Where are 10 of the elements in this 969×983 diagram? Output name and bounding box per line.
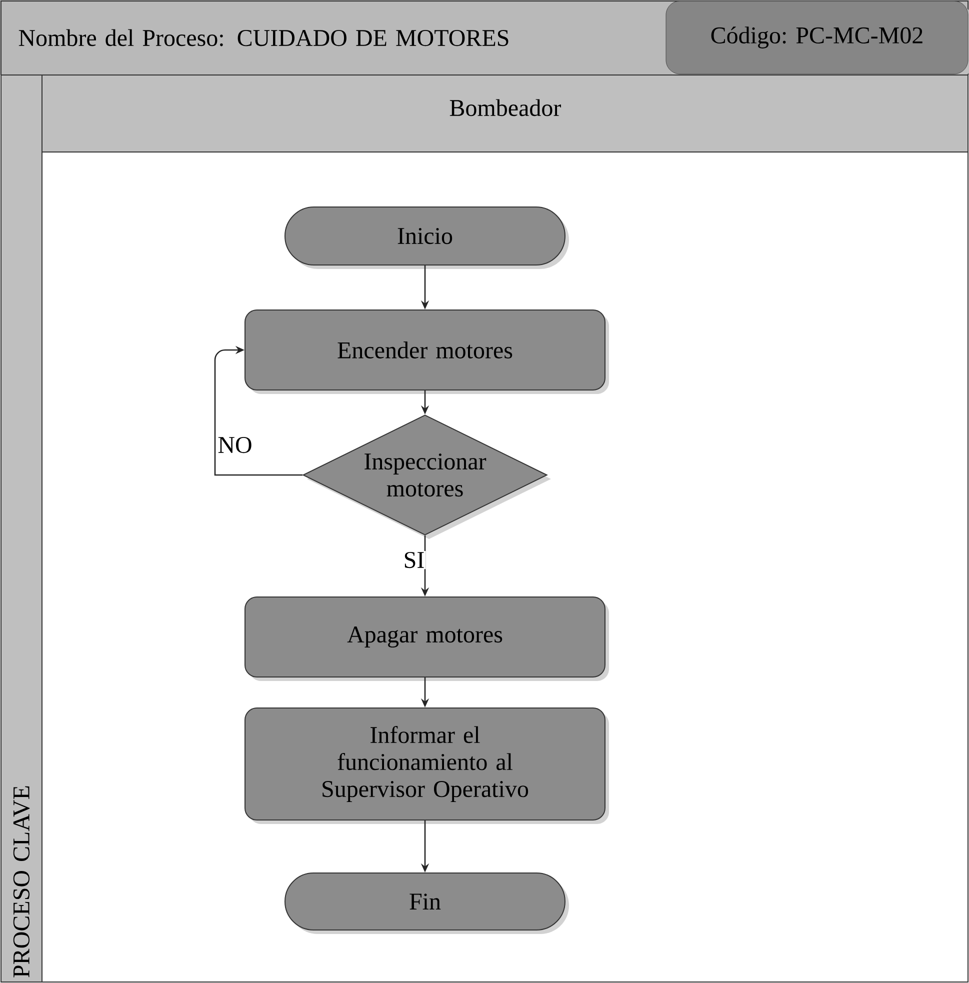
process-box: Informar el funcionamiento al Supervisor Operativo bbox=[244, 708, 609, 824]
process-box: Apagar motores bbox=[244, 596, 609, 681]
code-box: Código: PC-MC-M02 bbox=[666, 0, 969, 79]
terminal-box: Inicio bbox=[284, 206, 569, 269]
arrow bbox=[214, 346, 302, 476]
pool-band: PROCESO CLAVE bbox=[0, 74, 42, 982]
edge-label: SI bbox=[402, 550, 426, 570]
process-box: Encender motores bbox=[244, 310, 609, 394]
terminal-box: Fin bbox=[284, 872, 569, 934]
edge-label: NO bbox=[216, 436, 254, 454]
